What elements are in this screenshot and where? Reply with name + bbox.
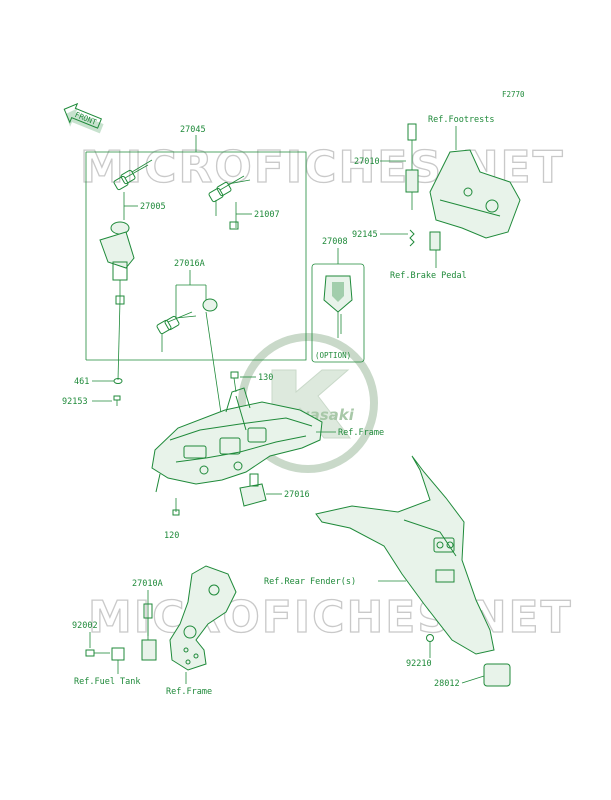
callout-92145: 92145	[352, 230, 378, 240]
lock-bracket-icon	[239, 473, 267, 507]
ref-brake-pedal: Ref.Brake Pedal	[390, 271, 467, 281]
rear-fender-icon	[315, 455, 495, 655]
ref-frame-upper: Ref.Frame	[338, 428, 384, 438]
seat-lock-icon	[156, 298, 218, 352]
frame-assembly-icon	[151, 387, 323, 493]
callout-130: 130	[258, 373, 273, 383]
brake-switch-icon	[405, 123, 419, 210]
bolt-130-icon	[230, 371, 239, 393]
footrest-bracket-icon	[429, 149, 521, 239]
callout-27010: 27010	[354, 157, 380, 167]
callout-27008: 27008	[322, 237, 348, 247]
callout-28012: 28012	[434, 679, 460, 689]
callout-27045: 27045	[180, 125, 206, 135]
ref-fuel-tank: Ref.Fuel Tank	[74, 677, 141, 687]
option-key-box	[311, 263, 365, 363]
callout-21007: 21007	[254, 210, 280, 220]
ref-frame-lower: Ref.Frame	[166, 687, 212, 697]
spring-icon	[409, 229, 415, 247]
front-arrow-icon: FRONT	[63, 102, 104, 134]
switch-plunger-icon	[429, 231, 441, 251]
callout-92153: 92153	[62, 397, 88, 407]
callout-92002: 92002	[72, 621, 98, 631]
callout-27010a: 27010A	[132, 579, 163, 589]
key-pair-right-icon	[208, 175, 251, 216]
bolt-icon	[113, 395, 121, 406]
option-label: (OPTION)	[315, 351, 351, 360]
callout-120: 120	[164, 531, 179, 541]
callout-27016a: 27016A	[174, 259, 205, 269]
reflector-icon	[483, 663, 511, 687]
ref-footrests: Ref.Footrests	[428, 115, 495, 125]
ignition-switch-icon	[99, 221, 135, 305]
washer-icon	[113, 378, 123, 384]
callout-27016: 27016	[284, 490, 310, 500]
watermark-bottom: MICROFICHES.NET	[88, 592, 573, 643]
figure-code: F2770	[502, 90, 525, 99]
callout-461: 461	[74, 377, 89, 387]
grommet-icon	[426, 634, 434, 642]
bracket-lower-icon	[169, 565, 237, 671]
sidestand-switch-icon	[141, 603, 157, 661]
key-pair-left-icon	[113, 159, 153, 191]
screw-icon	[85, 649, 110, 657]
clamp-icon	[111, 647, 125, 661]
ref-rear-fender: Ref.Rear Fender(s)	[264, 577, 356, 587]
callout-27005: 27005	[140, 202, 166, 212]
callout-92210: 92210	[406, 659, 432, 669]
key-blank-icon	[323, 275, 353, 338]
